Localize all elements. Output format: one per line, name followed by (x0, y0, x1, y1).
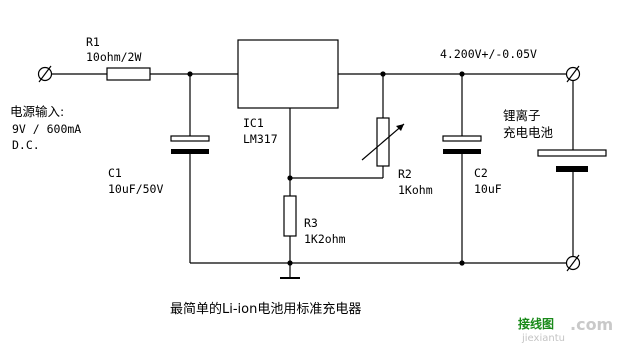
site-watermark: 接线图 .com jiexiantu (518, 315, 613, 343)
r1-resistor (106, 67, 151, 81)
r1-name: R1 (86, 35, 100, 49)
watermark-dotcom: .com (570, 315, 613, 334)
output-terminal-negative (565, 254, 581, 272)
r3-name: R3 (304, 216, 318, 230)
c2-value: 10uF (474, 182, 502, 196)
r1-value: 10ohm/2W (86, 50, 141, 64)
ic1-part: LM317 (243, 132, 278, 146)
ic1-regulator (237, 39, 339, 109)
ic1-name: IC1 (243, 116, 264, 130)
r3-resistor (283, 195, 297, 237)
r2-name: R2 (398, 167, 412, 181)
watermark-site: jiexiantu (521, 333, 565, 343)
output-terminal-positive (565, 65, 581, 83)
diagram-caption: 最简单的Li-ion电池用标准充电器 (170, 301, 361, 317)
c2-capacitor (442, 135, 482, 154)
battery-cell (537, 149, 607, 172)
input-spec: 9V / 600mA (12, 122, 81, 136)
input-label: 电源输入: (10, 104, 64, 119)
c1-value: 10uF/50V (108, 182, 163, 196)
r2-potentiometer (361, 117, 405, 167)
junction-dots (187, 71, 465, 266)
wires (45, 73, 574, 279)
c1-capacitor (170, 135, 210, 154)
input-terminal (37, 65, 53, 83)
c2-name: C2 (474, 166, 488, 180)
watermark-cn: 接线图 (518, 316, 554, 331)
r2-value: 1Kohm (398, 183, 433, 197)
c1-name: C1 (108, 166, 122, 180)
battery-label-line1: 锂离子 (503, 108, 541, 123)
input-type: D.C. (12, 138, 40, 152)
r3-value: 1K2ohm (304, 232, 346, 246)
output-voltage-label: 4.200V+/-0.05V (440, 47, 537, 61)
battery-label-line2: 充电电池 (503, 125, 554, 140)
